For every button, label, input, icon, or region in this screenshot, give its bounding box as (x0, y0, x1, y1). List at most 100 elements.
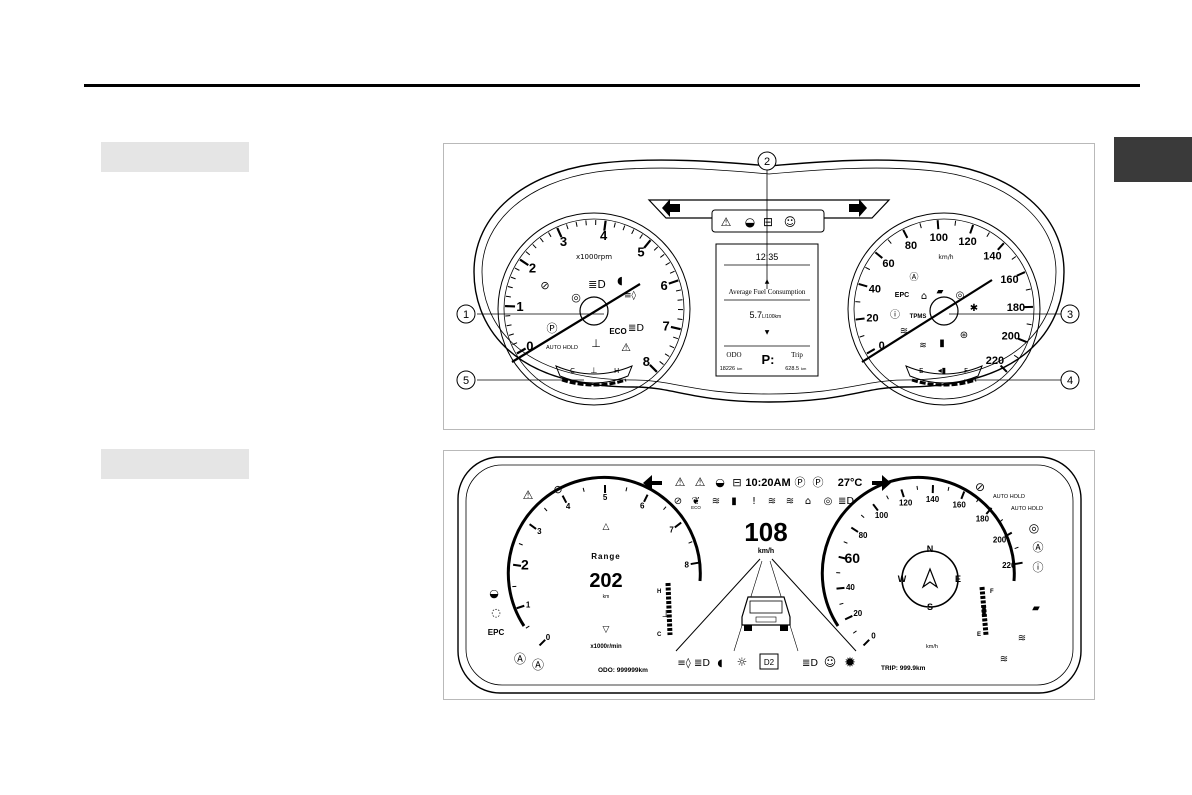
temp-gauge-c: C (570, 367, 575, 375)
dial-tick (514, 267, 520, 271)
digital-cluster-svg: ⚠ ⚠ ◒ ⊟ 10:20AM Ⓟ Ⓟ 27°C ⊘ ❦ ECO ≋ ▮ ! ≋… (457, 456, 1082, 694)
dial-tick (985, 507, 993, 515)
dial-tick (519, 258, 529, 267)
glow-icon: ✱ (970, 303, 978, 314)
position-lamp-icon: ≡◊ (624, 290, 637, 301)
dial-tick (529, 523, 537, 530)
dial-label: 5 (603, 493, 608, 502)
epb-icon: ◎ (956, 290, 965, 301)
dial-tick (556, 227, 563, 238)
dial-tick (886, 495, 889, 500)
compass-s: S (927, 602, 933, 612)
dial-tick (919, 223, 922, 229)
dial-tick (690, 561, 699, 566)
dial-tick (1025, 288, 1031, 291)
digital-oil-icon: ◒ (715, 476, 725, 489)
dial-label: 1 (516, 299, 523, 314)
temp-gauge (555, 365, 633, 384)
display-trip-unit: km (801, 366, 807, 371)
figure-label-1 (101, 142, 249, 172)
dial-label: 3 (537, 527, 542, 536)
digital-trip: TRIP: 999.9km (881, 665, 926, 672)
display-gear: P: (762, 352, 775, 367)
dial-tick (969, 224, 975, 234)
dial-tick (976, 498, 980, 503)
speedo-ring-inner (853, 218, 1035, 400)
dial-tick (1011, 256, 1017, 260)
dial-label: 140 (926, 495, 940, 504)
digital-tire-b-icon: Ⓐ (532, 658, 544, 672)
digital-fuel-warn-icon: ! (752, 496, 756, 507)
digital-cluster-figure: ⚠ ⚠ ◒ ⊟ 10:20AM Ⓟ Ⓟ 27°C ⊘ ❦ ECO ≋ ▮ ! ≋… (443, 450, 1095, 700)
compass-e: E (955, 574, 961, 584)
seatbelt-2-icon: ⚠ (621, 341, 631, 354)
dial-tick (664, 353, 670, 357)
dial-tick (954, 220, 957, 226)
callouts: 1 2 3 4 5 (456, 151, 1080, 390)
dial-label: 20 (866, 312, 878, 324)
dial-tick (631, 229, 635, 235)
dial-tick (677, 299, 683, 301)
dial-tick (866, 348, 876, 355)
compass-ring (901, 550, 959, 608)
digital-oil2-icon: ◒ (489, 587, 499, 600)
dial-tick (852, 630, 857, 634)
dial-tick (844, 615, 853, 621)
dial-tick (960, 491, 966, 500)
digital-brake-icon: ◎ (824, 496, 833, 507)
autohold-label: AUTO HOLD (546, 345, 578, 351)
dial-label: 8 (685, 561, 690, 570)
parking-brake-icon: Ⓟ (547, 322, 558, 335)
digital-rear-fog-icon: ◖ (717, 658, 722, 669)
dial-label: 0 (526, 339, 533, 354)
dial-tick (1014, 546, 1019, 550)
rpm-up-arrow: △ (603, 522, 610, 532)
dial-label: 6 (660, 278, 667, 293)
dial-label: 200 (1002, 331, 1020, 343)
fuel-gauge (905, 365, 983, 384)
tpms-label: TPMS (910, 314, 927, 320)
rpm-arc (506, 475, 702, 627)
dial-label: 0 (546, 633, 551, 642)
fuel-bars (979, 586, 989, 636)
digital-speed-unit: km/h (758, 548, 774, 555)
coolant-icon: ⊥ (591, 337, 601, 350)
dial-tick (659, 361, 664, 365)
dial-tick (505, 295, 511, 298)
dial-tick (663, 506, 667, 511)
dial-tick (688, 541, 693, 544)
dial-label: 180 (976, 514, 990, 523)
top-pod (647, 199, 891, 219)
digital-tire-icon: ◌ (491, 606, 501, 619)
callout-3 (1060, 304, 1080, 324)
dial-tick (872, 503, 879, 512)
dial-tick (850, 526, 859, 533)
door-open-icon: ▰ (937, 287, 944, 297)
tach-ring-outer (497, 212, 691, 406)
digital-car-icon: ⌂ (805, 496, 811, 507)
car-rear-icon (741, 596, 791, 631)
dial-label: 180 (1007, 302, 1025, 314)
fuel-gauge-icon: ◂▮ (938, 366, 946, 375)
service-icon: ⊘ (540, 279, 549, 292)
dial-tick (518, 543, 523, 546)
callout-2 (757, 151, 777, 171)
dial-tick (512, 563, 522, 567)
digital-esc-off-icon: ≋ (712, 496, 720, 507)
header-rule (84, 84, 1140, 87)
dial-label: 220 (1002, 561, 1016, 570)
dial-tick (855, 317, 865, 321)
speedo-ring-outer (847, 212, 1041, 406)
dial-tick (561, 495, 568, 504)
digital-seatbelt-icon: ⚠ (675, 475, 686, 489)
eco-label: ECO (609, 327, 626, 336)
temp-h: H (657, 589, 661, 595)
digital-right-turn-icon (872, 475, 891, 491)
dial-tick (902, 229, 909, 239)
dial-tick (532, 244, 537, 249)
dial-tick (887, 239, 892, 244)
digital-parking-icon: Ⓟ (795, 476, 806, 489)
